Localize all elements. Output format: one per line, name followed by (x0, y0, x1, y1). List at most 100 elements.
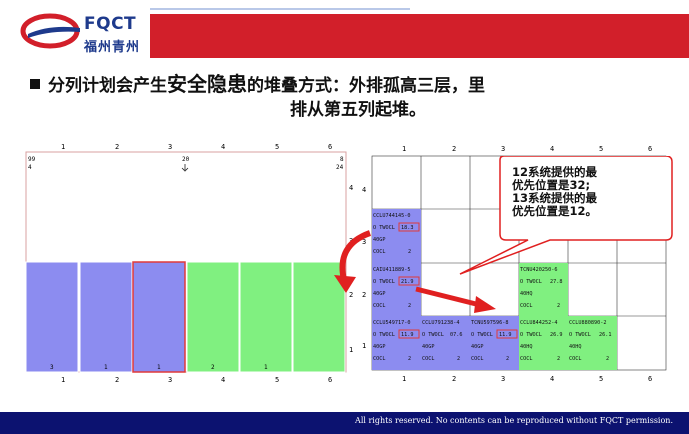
col-label: 3 (501, 145, 505, 153)
col-label: 5 (275, 143, 279, 151)
bullet-square-icon (30, 79, 40, 89)
corner-top-right: 8 (340, 156, 344, 163)
container-status: O TWOCL (373, 332, 395, 338)
col-label: 2 (115, 143, 119, 151)
row-label: 2 (362, 291, 366, 299)
col-label: 4 (221, 143, 225, 151)
headline-prefix: 分列计划会产生 (48, 76, 167, 96)
logo (0, 0, 150, 62)
callout-line: 优先位置是12。 (512, 204, 598, 218)
container-status: O TWOCL (520, 279, 542, 285)
container-n: 2 (606, 356, 609, 362)
slot-cell-green (568, 316, 617, 370)
stack-count-label: 1 (264, 364, 268, 371)
container-cat: COCL (422, 356, 435, 362)
col-label: 2 (452, 145, 456, 153)
container-id: CCLU880890-2 (569, 320, 606, 326)
container-status: O TWOCL (471, 332, 493, 338)
container-cat: COCL (373, 356, 386, 362)
headline: 分列计划会产生安全隐患的堆叠方式：外排孤高三层，里 排从第五列起堆。 (30, 72, 650, 122)
container-size: 40GP (422, 344, 435, 350)
container-n: 2 (408, 303, 411, 309)
logo-swoosh-icon (20, 13, 80, 49)
row-label: 2 (349, 291, 353, 299)
col-label: 4 (550, 375, 554, 383)
straight-arrowhead-icon (474, 296, 496, 313)
callout-line: 13系统提供的最 (512, 191, 598, 205)
container-n: 2 (557, 356, 560, 362)
curved-arrowhead-icon (334, 275, 356, 293)
callout-shape (459, 156, 673, 275)
marker-value: 20 (182, 156, 190, 163)
corner-sub-left: 4 (28, 164, 32, 171)
corner-top-left: 99 (28, 156, 36, 163)
slot-cell-blue (421, 316, 470, 370)
row-label: 1 (349, 346, 353, 354)
container-value: 26.1 (599, 332, 612, 338)
container-value: 21.9 (401, 279, 414, 285)
stack-column-1 (25, 261, 79, 373)
container-cat: COCL (520, 303, 533, 309)
container-id: TCNU597596-8 (471, 320, 508, 326)
col-label: 5 (599, 375, 603, 383)
headline-line2: 排从第五列起堆。 (290, 100, 426, 120)
footer-copyright: All rights reserved. No contents can be … (355, 416, 673, 425)
col-label: 5 (275, 376, 279, 384)
container-n: 2 (408, 249, 411, 255)
col-label: 4 (550, 145, 554, 153)
container-cat: COCL (373, 249, 386, 255)
footer-bar (0, 412, 689, 434)
container-cat: COCL (373, 303, 386, 309)
slot-cell-blue (372, 316, 421, 370)
col-label: 6 (648, 375, 652, 383)
slot-cell-blue (372, 263, 421, 316)
col-label: 1 (61, 143, 65, 151)
row-label: 4 (362, 186, 366, 194)
headline-suffix: 的堆叠方式：外排孤高三层，里 (247, 76, 485, 96)
row-label: 1 (362, 342, 366, 350)
col-label: 6 (648, 145, 652, 153)
container-size: 40HQ (520, 291, 533, 297)
stack-count-label: 1 (157, 364, 161, 371)
container-id: CAIU411889-5 (373, 267, 410, 273)
col-label: 4 (221, 376, 225, 384)
right-slot-panel: 1 2 3 4 5 6 4 3 2 1 CCLU744145-0 O TWOCL… (362, 145, 667, 383)
container-value: 11.9 (499, 332, 512, 338)
straight-arrow-icon (415, 286, 481, 308)
container-size: 40HQ (520, 344, 533, 350)
col-label: 6 (328, 143, 332, 151)
container-size: 40GP (471, 344, 484, 350)
highlight-box (398, 329, 420, 339)
down-arrow-icon (181, 164, 189, 172)
stack-count-label: 2 (211, 364, 215, 371)
callout-line: 12系统提供的最 (512, 165, 598, 179)
logo-subtext: 福州青州 (84, 40, 141, 55)
stack-column-6 (292, 261, 346, 373)
container-n: 2 (557, 303, 560, 309)
container-id: TCNU420250-6 (520, 267, 557, 273)
slot-cell-blue (470, 316, 519, 370)
stack-column-4 (186, 261, 240, 373)
container-cat: COCL (520, 356, 533, 362)
container-n: 2 (457, 356, 460, 362)
slot-cell-green (519, 263, 568, 316)
container-id: CCLU549717-0 (373, 320, 410, 326)
left-bay-panel: 1 2 3 4 5 6 99 4 20 8 24 4 3 2 1 4 3 2 1… (22, 143, 353, 384)
col-label: 1 (61, 376, 65, 384)
stack-count-label: 1 (104, 364, 108, 371)
highlight-box (398, 222, 420, 232)
row-label: 3 (362, 238, 366, 246)
container-size: 40GP (373, 237, 386, 243)
col-label: 1 (402, 145, 406, 153)
container-status: O TWOCL (569, 332, 591, 338)
container-size: 40GP (373, 291, 386, 297)
slot-cell-blue (372, 209, 421, 263)
container-value: 18.3 (401, 225, 414, 231)
corner-sub-right: 24 (336, 164, 344, 171)
callout-bubble (459, 156, 673, 275)
container-size: 40GP (373, 344, 386, 350)
container-value: 26.9 (550, 332, 563, 338)
container-id: CCLU791238-4 (422, 320, 459, 326)
header-red-band (150, 14, 689, 58)
col-label: 5 (599, 145, 603, 153)
